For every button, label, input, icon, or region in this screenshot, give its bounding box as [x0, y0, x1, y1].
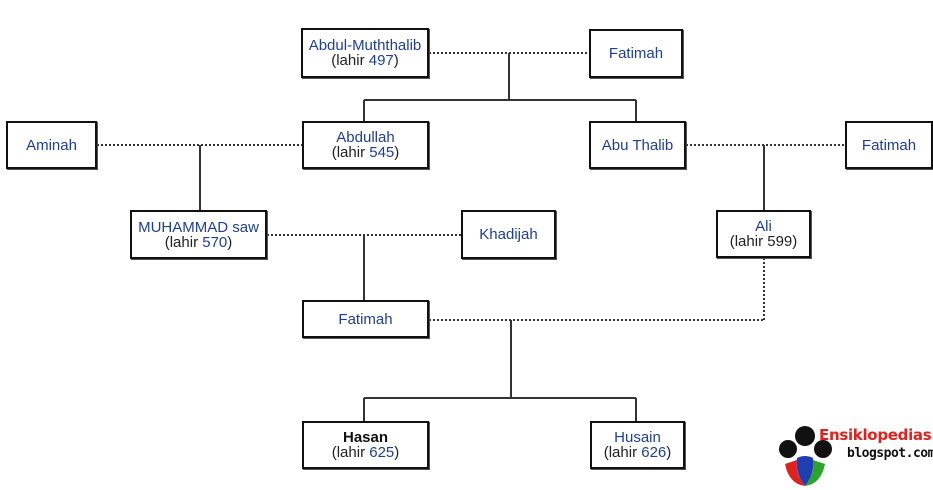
node-birth: (lahir 497): [331, 52, 399, 69]
node-birth: (lahir 570): [164, 233, 233, 251]
node-name: Fatimah: [608, 45, 664, 62]
node-fatimah-top: Fatimah: [589, 29, 683, 78]
node-aminah: Aminah: [6, 121, 97, 169]
node-birth: (lahir 545): [331, 144, 400, 161]
people-logo-icon: [779, 426, 832, 486]
node-name: Hasan: [342, 429, 389, 446]
node-name: Husain: [614, 429, 661, 446]
node-hasan: Hasan (lahir 625): [302, 421, 429, 469]
node-birth: (lahir 626): [603, 444, 672, 461]
node-fatimah-right: Fatimah: [845, 121, 933, 169]
node-birth: (lahir 625): [331, 444, 400, 461]
node-name: Abdullah: [336, 129, 395, 146]
watermark-logo: Ensiklopedias blogspot.com: [775, 424, 933, 490]
node-name: Aminah: [26, 136, 77, 154]
node-birth: (lahir 599): [729, 233, 798, 250]
node-ali: Ali (lahir 599): [716, 210, 811, 258]
node-name: Abu Thalib: [601, 136, 674, 154]
node-fatimah-child: Fatimah: [302, 300, 429, 338]
node-name: Ali: [755, 218, 772, 235]
node-khadijah: Khadijah: [461, 210, 556, 259]
node-husain: Husain (lahir 626): [590, 421, 685, 469]
watermark-line1: Ensiklopedias: [819, 426, 932, 444]
node-abdul-muthalib: Abdul-Muththalib (lahir 497): [301, 28, 429, 78]
node-muhammad: MUHAMMAD saw (lahir 570): [130, 210, 267, 259]
node-name: Fatimah: [861, 136, 917, 154]
node-name: MUHAMMAD saw: [138, 218, 259, 236]
node-abdullah: Abdullah (lahir 545): [302, 121, 429, 169]
node-name: Khadijah: [479, 226, 538, 243]
node-name: Abdul-Muththalib: [308, 37, 422, 54]
node-name: Fatimah: [338, 310, 393, 328]
watermark-line2: blogspot.com: [847, 446, 933, 461]
node-abu-thalib: Abu Thalib: [589, 121, 686, 169]
